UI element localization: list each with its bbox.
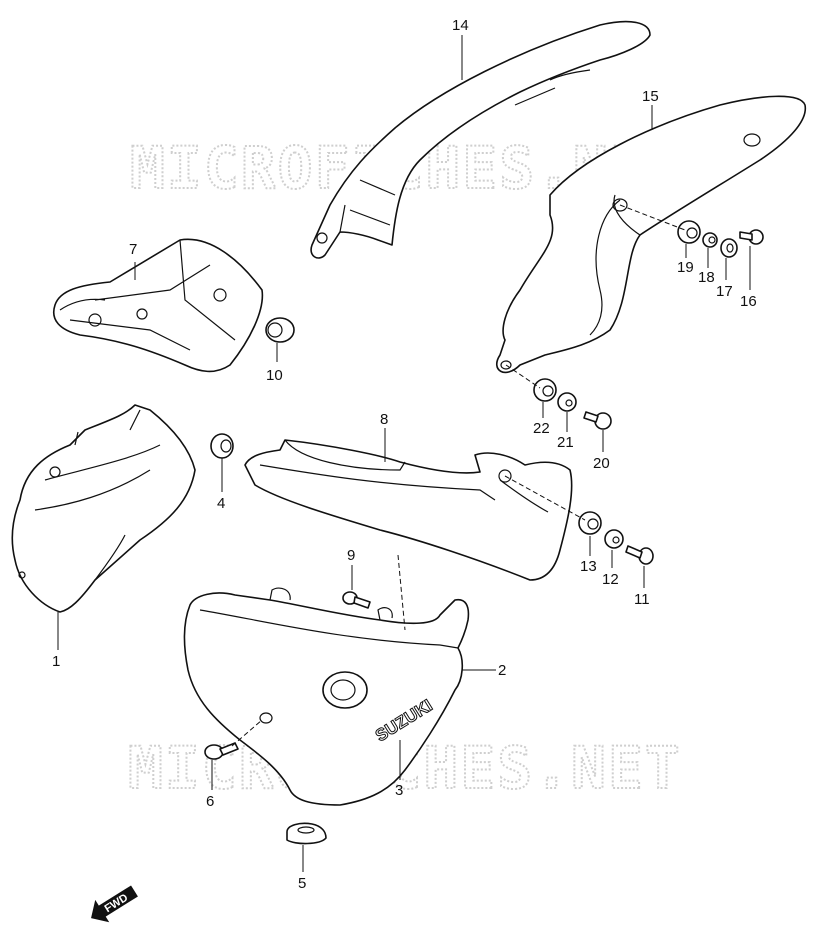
callout-3[interactable]: 3 xyxy=(395,782,403,799)
callout-7[interactable]: 7 xyxy=(129,241,137,258)
assembly-lines xyxy=(231,204,686,747)
callout-2[interactable]: 2 xyxy=(498,662,506,679)
part-19-grommet[interactable] xyxy=(677,220,701,244)
callout-11[interactable]: 11 xyxy=(634,591,650,608)
part-8-side-cover[interactable] xyxy=(244,439,573,581)
callout-9[interactable]: 9 xyxy=(347,547,355,564)
part-2-main-cover[interactable]: SUZUKI xyxy=(183,587,470,806)
callout-13[interactable]: 13 xyxy=(580,558,597,575)
callout-22[interactable]: 22 xyxy=(533,420,550,437)
part-10-grommet[interactable] xyxy=(265,317,295,343)
callout-19[interactable]: 19 xyxy=(677,259,694,276)
callout-8[interactable]: 8 xyxy=(380,411,388,428)
callout-1[interactable]: 1 xyxy=(52,653,60,670)
fwd-arrow-icon: FWD xyxy=(91,885,138,923)
callout-15[interactable]: 15 xyxy=(642,88,659,105)
part-16-screw[interactable] xyxy=(739,229,764,245)
callout-21[interactable]: 21 xyxy=(557,434,574,451)
callout-18[interactable]: 18 xyxy=(698,269,715,286)
callout-16[interactable]: 16 xyxy=(740,293,757,310)
part-11-screw[interactable] xyxy=(625,545,654,565)
part-13-grommet[interactable] xyxy=(578,511,602,535)
callout-4[interactable]: 4 xyxy=(217,495,225,512)
callout-5[interactable]: 5 xyxy=(298,875,306,892)
callout-6[interactable]: 6 xyxy=(206,793,214,810)
part-6-screw[interactable] xyxy=(204,742,239,760)
part-15-cowl[interactable] xyxy=(496,95,807,374)
callout-14[interactable]: 14 xyxy=(452,17,469,34)
callout-20[interactable]: 20 xyxy=(593,455,610,472)
part-18-collar[interactable] xyxy=(702,232,718,248)
part-21-washer[interactable] xyxy=(557,392,577,412)
callout-12[interactable]: 12 xyxy=(602,571,619,588)
leader-lines xyxy=(57,35,751,872)
part-20-screw[interactable] xyxy=(583,411,612,430)
callout-17[interactable]: 17 xyxy=(716,283,733,300)
part-12-washer[interactable] xyxy=(604,529,624,549)
part-17-washer[interactable] xyxy=(720,238,738,258)
part-7-bracket[interactable] xyxy=(53,238,264,373)
part-5-grommet[interactable] xyxy=(286,822,327,845)
part-9-screw[interactable] xyxy=(342,591,371,609)
callout-10[interactable]: 10 xyxy=(266,367,283,384)
callout-labels: 1 2 3 4 5 6 7 8 9 10 11 12 13 14 15 16 1… xyxy=(52,17,757,892)
part-14-rail[interactable] xyxy=(310,20,651,259)
part-4-grommet[interactable] xyxy=(210,433,234,459)
part-1-frame-cover[interactable] xyxy=(11,404,196,613)
part-22-grommet[interactable] xyxy=(533,378,557,402)
